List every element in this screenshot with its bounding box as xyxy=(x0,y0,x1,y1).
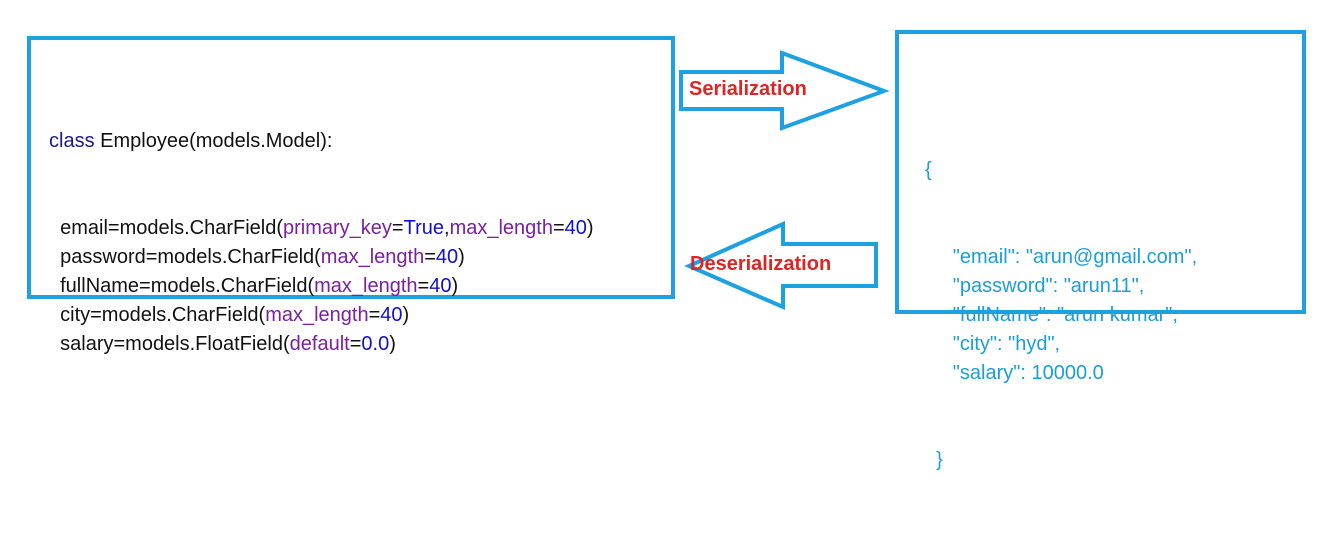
json-lines: "email": "arun@gmail.com", "password": "… xyxy=(925,243,1197,388)
deserialization-label: Deserialization xyxy=(690,253,832,275)
field-lines: email=models.CharField(primary_key=True,… xyxy=(49,214,594,359)
class-declaration-line: class Employee(models.Model): xyxy=(49,127,594,156)
field-line: password=models.CharField(max_length=40) xyxy=(60,246,465,268)
json-line-text: "fullName": "arun kumar", xyxy=(952,304,1178,326)
field-close-paren: ) xyxy=(389,333,396,355)
field-arg-value: True xyxy=(403,217,444,239)
field-name: fullName=models.CharField( xyxy=(60,275,315,297)
json-line-text: "salary": 10000.0 xyxy=(952,362,1104,384)
field-arg-key: max_length xyxy=(449,217,553,239)
json-close-brace: } xyxy=(925,446,1197,475)
json-output-box: { "email": "arun@gmail.com", "password":… xyxy=(895,30,1306,471)
field-close-paren: ) xyxy=(402,304,410,326)
model-code-block: class Employee(models.Model): email=mode… xyxy=(49,69,594,417)
field-arg-value: 40 xyxy=(429,275,452,297)
field-arg-key: max_length xyxy=(314,275,418,297)
field-close-paren: ) xyxy=(458,246,465,268)
field-arg-value: 40 xyxy=(564,217,587,239)
field-arg-value: 40 xyxy=(435,246,459,268)
json-line-text: "password": "arun11", xyxy=(952,275,1145,297)
field-name: password=models.CharField( xyxy=(60,246,321,268)
field-arg-key: default xyxy=(289,333,350,355)
class-name: Employee(models.Model): xyxy=(100,130,333,152)
json-line-text: "email": "arun@gmail.com", xyxy=(952,246,1198,268)
deserialization-arrow xyxy=(684,220,878,311)
field-name: city=models.CharField( xyxy=(60,304,266,326)
json-line: "city": "hyd", xyxy=(925,330,1197,359)
field-arg-value: 40 xyxy=(380,304,403,326)
json-line: "fullName": "arun kumar", xyxy=(925,301,1197,330)
field-close-paren: ) xyxy=(451,275,459,297)
class-keyword: class xyxy=(49,130,95,152)
json-line: "password": "arun11", xyxy=(925,272,1197,301)
field-line: city=models.CharField(max_length=40) xyxy=(60,304,410,326)
field-close-paren: ) xyxy=(586,217,594,239)
field-line: email=models.CharField(primary_key=True,… xyxy=(60,217,594,239)
field-arg-separator: , xyxy=(444,217,450,239)
json-line: "salary": 10000.0 xyxy=(925,359,1197,388)
field-arg-key: max_length xyxy=(265,304,369,326)
field-arg-key: max_length xyxy=(320,246,425,268)
field-arg-value: 0.0 xyxy=(361,333,390,355)
json-open-brace: { xyxy=(925,159,932,181)
json-block: { "email": "arun@gmail.com", "password":… xyxy=(925,98,1197,533)
field-arg-key: primary_key xyxy=(283,217,392,239)
json-line: "email": "arun@gmail.com", xyxy=(925,243,1197,272)
field-name: email=models.CharField( xyxy=(60,217,283,239)
django-model-box: class Employee(models.Model): email=mode… xyxy=(27,36,675,355)
close-brace-char: } xyxy=(936,449,943,471)
serialization-label: Serialization xyxy=(689,78,807,100)
field-name: salary=models.FloatField( xyxy=(60,333,290,355)
field-line: fullName=models.CharField(max_length=40) xyxy=(60,275,459,297)
field-line: salary=models.FloatField(default=0.0) xyxy=(60,333,396,355)
serialization-arrow xyxy=(679,50,890,131)
json-line-text: "city": "hyd", xyxy=(952,333,1061,355)
